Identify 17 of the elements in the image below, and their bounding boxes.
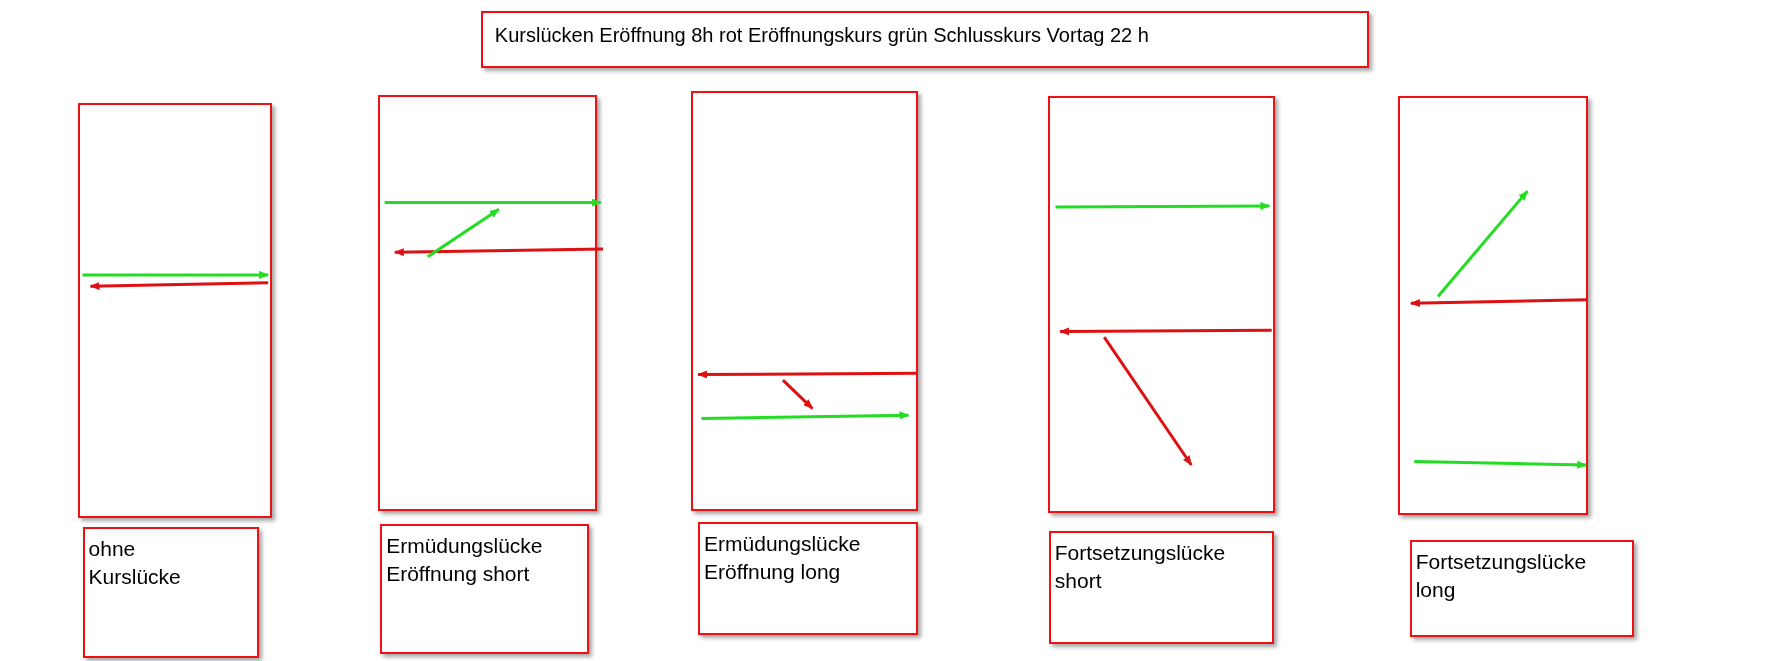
panel-caption: ohne Kurslücke bbox=[88, 536, 182, 591]
label-box bbox=[1409, 539, 1634, 637]
panel-caption: Ermüdungslücke Eröffnung short bbox=[386, 532, 544, 587]
label-box bbox=[1048, 530, 1274, 644]
chart-panel bbox=[1047, 96, 1276, 513]
panel-caption: Ermüdungslücke Eröffnung long bbox=[704, 530, 862, 585]
label-box bbox=[82, 527, 260, 659]
chart-panel bbox=[377, 95, 598, 512]
chart-panel bbox=[1398, 96, 1589, 515]
label-box bbox=[698, 521, 918, 635]
title-box bbox=[480, 11, 1369, 68]
label-box bbox=[380, 523, 590, 654]
panel-caption: Fortsetzungslücke long bbox=[1415, 548, 1588, 603]
chart-panel bbox=[691, 90, 918, 512]
panel-caption: Fortsetzungslücke short bbox=[1054, 539, 1227, 594]
chart-panel bbox=[78, 102, 272, 519]
title-text: Kurslücken Eröffnung 8h rot Eröffnungskurs grün Schlusskurs Vortag 22 h bbox=[494, 23, 1149, 49]
